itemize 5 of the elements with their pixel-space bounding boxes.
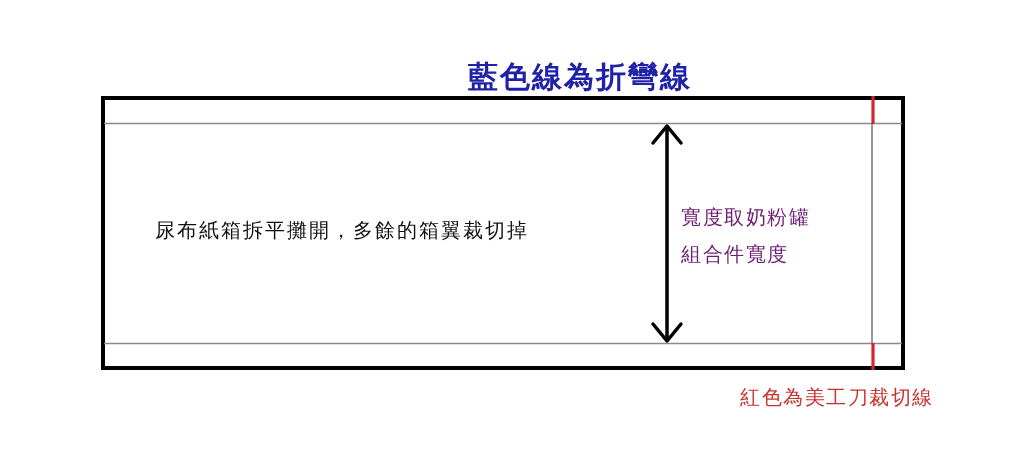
instruction-text: 尿布紙箱拆平攤開，多餘的箱翼裁切掉 [155, 217, 529, 243]
diagram-title: 藍色線為折彎線 [468, 58, 692, 96]
cut-line-note: 紅色為美工刀裁切線 [740, 384, 934, 410]
width-note: 寬度取奶粉罐組合件寬度 [681, 204, 811, 268]
flattened-box-panel [101, 96, 905, 370]
